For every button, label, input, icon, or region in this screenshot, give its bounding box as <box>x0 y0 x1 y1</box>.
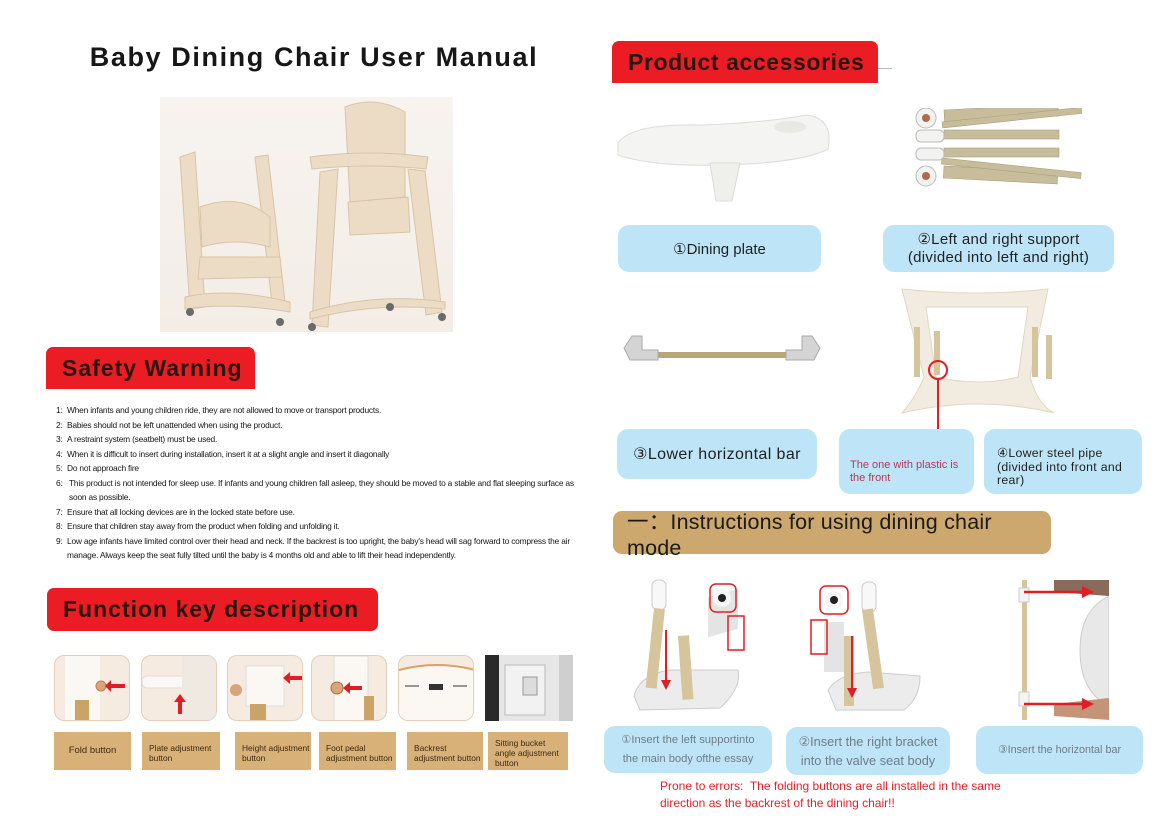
height-adjustment-photo <box>227 655 303 721</box>
fold-button-photo <box>54 655 130 721</box>
height-adjustment-arrow-icon <box>230 665 302 720</box>
step2-photo <box>808 580 923 720</box>
hero-product-image <box>160 97 453 332</box>
lower-horizontal-bar-photo <box>620 330 825 370</box>
safety-warning-list: 1: When infants and young children ride, … <box>56 403 581 563</box>
sitting-bucket-angle-photo <box>485 655 573 721</box>
item-number: 5: <box>56 463 63 473</box>
item-number: 1: <box>56 405 63 415</box>
item-text: This product is not intended for sleep u… <box>69 477 574 503</box>
dining-plate-icon <box>617 114 830 202</box>
item-text: A restraint system (seatbelt) must be us… <box>67 434 218 444</box>
plate-adjustment-arrow-icon <box>142 656 216 720</box>
document-title: Baby Dining Chair User Manual <box>89 42 539 72</box>
plate-adjustment-photo <box>141 655 217 721</box>
safety-warning-heading: Safety Warning <box>46 347 255 389</box>
dining-plate-photo <box>612 105 832 205</box>
accessory-support-label: ②Left and right support (divided into le… <box>883 225 1114 272</box>
step1-photo <box>630 578 745 720</box>
function-key-heading: Function key description <box>47 588 378 631</box>
item-text: Do not approach fire <box>67 463 139 473</box>
safety-item: 4: When it is difficult to insert during … <box>56 447 581 462</box>
label-line: ①Insert the left supportinto <box>621 733 755 746</box>
item-text: When infants and young children ride, th… <box>67 405 382 415</box>
backrest-adjustment-label: Backrest adjustment button <box>407 732 483 770</box>
label-line: (divided into left and right) <box>907 248 1090 266</box>
foot-pedal-adjustment-label: Foot pedal adjustment button <box>319 732 396 770</box>
base-frame-icon <box>900 288 1055 414</box>
item-number: 6: <box>56 477 63 488</box>
fold-button-label: Fold button <box>54 732 131 770</box>
item-number: 4: <box>56 448 63 459</box>
bucket-latch-icon <box>485 655 573 721</box>
item-number: 9: <box>56 535 63 546</box>
step1-label: ①Insert the left supportinto the main bod… <box>604 726 772 773</box>
label-line: the main body ofthe essay <box>622 752 754 765</box>
item-number: 2: <box>56 419 63 430</box>
product-accessories-heading: Product accessories <box>612 41 878 83</box>
backrest-button-icon <box>399 664 473 720</box>
insert-horizontal-bar-icon <box>1018 580 1110 720</box>
label-line: ②Left and right support <box>917 230 1080 248</box>
label-line: ②Insert the right bracket <box>798 734 938 749</box>
accessory-steel-pipe-label: ④Lower steel pipe (divided into front an… <box>984 429 1142 494</box>
item-text: When it is difficult to insert during in… <box>67 448 390 459</box>
insert-right-bracket-icon <box>810 581 921 711</box>
prone-to-errors-warning: Prone to errors: The folding buttons are… <box>660 778 1080 812</box>
item-number: 3: <box>56 434 63 444</box>
safety-item: 2: Babies should not be left unattended w… <box>56 418 581 433</box>
plate-adjustment-label: Plate adjustment button <box>142 732 220 770</box>
warning-line: Prone to errors: The folding buttons are… <box>660 779 1001 793</box>
safety-item: 8: Ensure that children stay away from th… <box>56 519 581 534</box>
left-right-support-photo <box>912 103 1087 188</box>
label-line: into the valve seat body <box>800 753 936 768</box>
backrest-adjustment-photo <box>398 655 474 721</box>
accessory-horizontal-bar-label: ③Lower horizontal bar <box>617 429 817 479</box>
insert-left-support-icon <box>633 579 745 711</box>
item-text: Ensure that all locking devices are in t… <box>67 506 295 517</box>
warning-line: direction as the backrest of the dining … <box>660 796 895 810</box>
step2-label: ②Insert the right bracket into the valve … <box>786 727 950 775</box>
item-number: 8: <box>56 521 63 531</box>
front-indicator-line <box>937 379 939 433</box>
baby-chairs-illustration <box>179 101 446 331</box>
lower-steel-pipe-photo <box>898 287 1058 415</box>
note-text: The one with plastic is the front <box>850 459 959 484</box>
instructions-heading: 一：Instructions for using dining chair mo… <box>613 510 1051 560</box>
safety-item: 1: When infants and young children ride, … <box>56 403 581 418</box>
heading-rule <box>878 68 892 69</box>
front-plastic-note: The one with plastic is the front <box>839 429 974 494</box>
height-adjustment-label: Height adjustment button <box>235 732 311 770</box>
foot-pedal-adjustment-photo <box>311 655 387 721</box>
item-text: Ensure that children stay away from the … <box>67 521 340 531</box>
item-text: Low age infants have limited control ove… <box>67 535 570 561</box>
item-number: 7: <box>56 506 63 517</box>
step3-photo <box>1014 580 1110 720</box>
safety-item: 5: Do not approach fire <box>56 461 581 476</box>
horizontal-bar-icon <box>623 335 821 361</box>
safety-item: 9: Low age infants have limited control o… <box>56 534 581 563</box>
safety-item: 6: This product is not intended for sleep… <box>56 476 581 505</box>
fold-button-arrow-icon <box>65 656 125 720</box>
step3-label: ③Insert the horizontal bar <box>976 726 1143 774</box>
safety-item: 3: A restraint system (seatbelt) must be … <box>56 432 581 447</box>
support-legs-icon <box>915 103 1083 187</box>
sitting-bucket-angle-label: Sitting bucket angle adjustment button <box>488 732 568 770</box>
item-text: Babies should not be left unattended whe… <box>67 419 283 430</box>
label-text: ④Lower steel pipe (divided into front an… <box>997 446 1123 488</box>
safety-item: 7: Ensure that all locking devices are in… <box>56 505 581 520</box>
foot-pedal-arrow-icon <box>330 656 374 720</box>
accessory-dining-plate-label: ①Dining plate <box>618 225 821 272</box>
